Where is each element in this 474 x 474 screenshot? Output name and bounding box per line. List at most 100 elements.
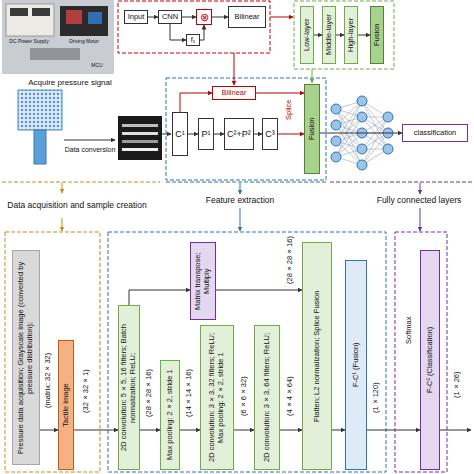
motor-board [60,6,108,36]
node-text: 2D convolution: 3×3, 32 filters; ReLU; M… [208,326,225,469]
connector-arrow [234,430,254,431]
bench [30,48,80,60]
connector-arrow [182,17,196,18]
node-text: Low-layer [303,19,312,52]
network-neuron [383,144,393,154]
connector-arrow [200,25,204,40]
edge-label: Splice [283,92,295,128]
connector-arrow [40,430,58,431]
network-link [362,101,388,149]
connector-arrow [367,430,420,431]
network-neuron [357,160,367,170]
display [32,8,50,16]
connector-arrow [314,35,322,36]
acquisition-group [5,232,100,472]
conv-block: C³ [262,118,278,150]
group-line [166,182,326,183]
connector-arrow [278,134,304,135]
node-text: High-layer [347,18,356,52]
network-neuron [331,136,341,146]
conv-layer-box: 2D convolution: 3×3, 64 filters; ReLU; [254,325,280,470]
edge-label: (32×32×1) [80,360,92,422]
image-stripe [122,148,158,151]
conversion-arrow [64,140,115,141]
detail-arrow [270,17,293,18]
edge-label: (1×120) [370,370,382,425]
connector-arrow [320,133,402,134]
node-text: C²+P² [227,129,251,139]
extraction-group [108,232,386,472]
node-text: classification [414,129,457,138]
bilinear-box: Bilinear [212,86,256,100]
network-neuron [331,120,341,130]
node-text: 2D convolution: 3×3, 64 filters; ReLU; [263,333,272,462]
function-label: Softmax [402,300,416,360]
layer-box: High-layer [344,6,358,64]
neural-network [331,96,393,170]
network-neuron [357,128,367,138]
image-box: Tactile image [58,340,74,470]
device-label: Driving Motor [60,38,108,46]
group-arrow [240,183,241,194]
conv-layer-box: 2D convolution: 3×3, 32 filters; ReLU; M… [200,325,234,470]
group-title: Fully connected layers [365,195,473,207]
node-text: C¹ [175,129,185,139]
pool-block: P¹ [198,118,214,150]
tactile-sensor [18,90,62,130]
group-line [330,182,472,183]
fc-layer-box: F-C² (Classification) [420,250,440,470]
edge-label: (28×28×16) [284,234,296,286]
output-arrow [440,430,471,431]
node-text: CNN [162,13,178,22]
connector-arrow [280,430,302,431]
output-box: classification [402,124,468,142]
connector-arrow [170,24,186,40]
edge-label: (28×28×16) [143,362,155,424]
connector-arrow [140,430,160,431]
node-text: Input [128,13,145,22]
power-supply [6,4,54,36]
fusion-group [294,1,394,69]
node-text: C³ [265,129,275,139]
device-label: MCU [84,62,110,70]
connector-arrow [256,93,304,94]
detail-arrow [234,53,235,85]
connector-arrow [148,17,158,18]
node-text: Fusion [308,118,317,141]
network-neuron [357,112,367,122]
bilinear-box: Bilinear [228,6,266,28]
layer-box: Low-layer [300,6,314,64]
cnn-box: CNN [158,10,182,24]
fusion-box: Fusion [304,84,320,174]
edge-label: (14×14×16) [183,362,195,424]
group-arrow [62,183,63,193]
conv-pool-block: C²+P² [224,118,254,150]
image-stripe [122,140,158,143]
fc-layer-box: F-C¹ (Fusion) [345,260,367,470]
network-neuron [383,112,393,122]
node-text: f₁ [191,36,196,45]
detail-arrow [312,69,313,83]
node-text: Bilinear [234,13,259,22]
feature-group [166,78,326,180]
connector-arrow [212,17,228,18]
connector-arrow [216,290,302,291]
image-stripe [122,124,158,127]
group-line [2,182,160,183]
step-label: Acquire pressure signal [20,77,120,88]
connector-arrow [188,134,198,135]
driving-motor [66,10,82,24]
mcu-board [88,12,102,24]
node-text: F-C² (Classification) [426,327,435,393]
process-box: Pressure data acquisition; Grayscale ima… [12,250,40,465]
group-title: Feature extraction [190,195,290,207]
connector-arrow [358,35,370,36]
device-label: DC Power Supply [4,38,54,46]
network-neuron [357,96,367,106]
node-text: Max pooling: 2×2, stride 1 [166,370,175,461]
network-neuron [331,152,341,162]
network-link [362,117,388,165]
fully-connected-group [395,232,447,472]
